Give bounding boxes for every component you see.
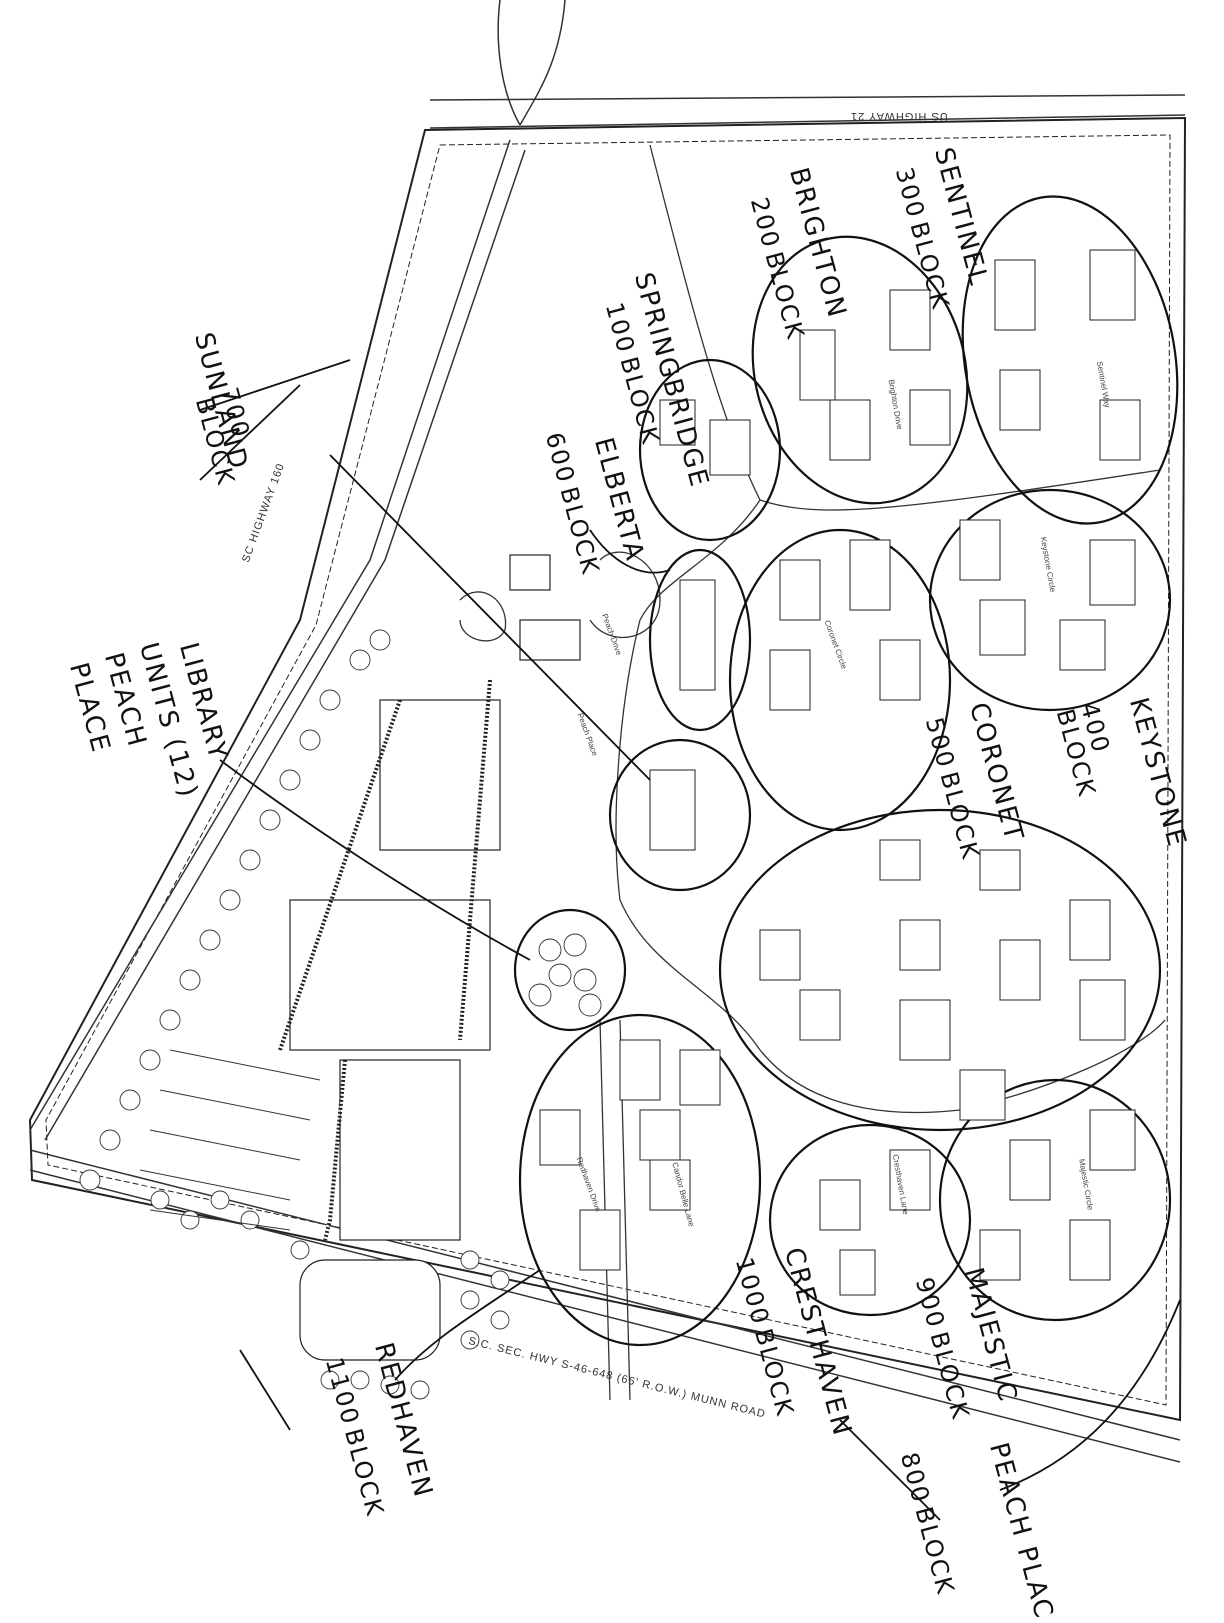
- leader-lines: [199, 359, 1181, 1521]
- library-complex: [278, 554, 581, 1361]
- parking-rows: [139, 1049, 321, 1231]
- site-plan-map: [28, 0, 1187, 1521]
- block-outlines: [513, 195, 1179, 1347]
- building-footprints: [539, 249, 1141, 1296]
- property-boundary: [28, 116, 1187, 1422]
- trees: [79, 629, 602, 1400]
- us-highway-21-road: [429, 0, 1186, 129]
- road-label-us-highway-21: US HIGHWAY 21: [850, 110, 948, 122]
- sc-highway-160-road: [29, 139, 526, 1141]
